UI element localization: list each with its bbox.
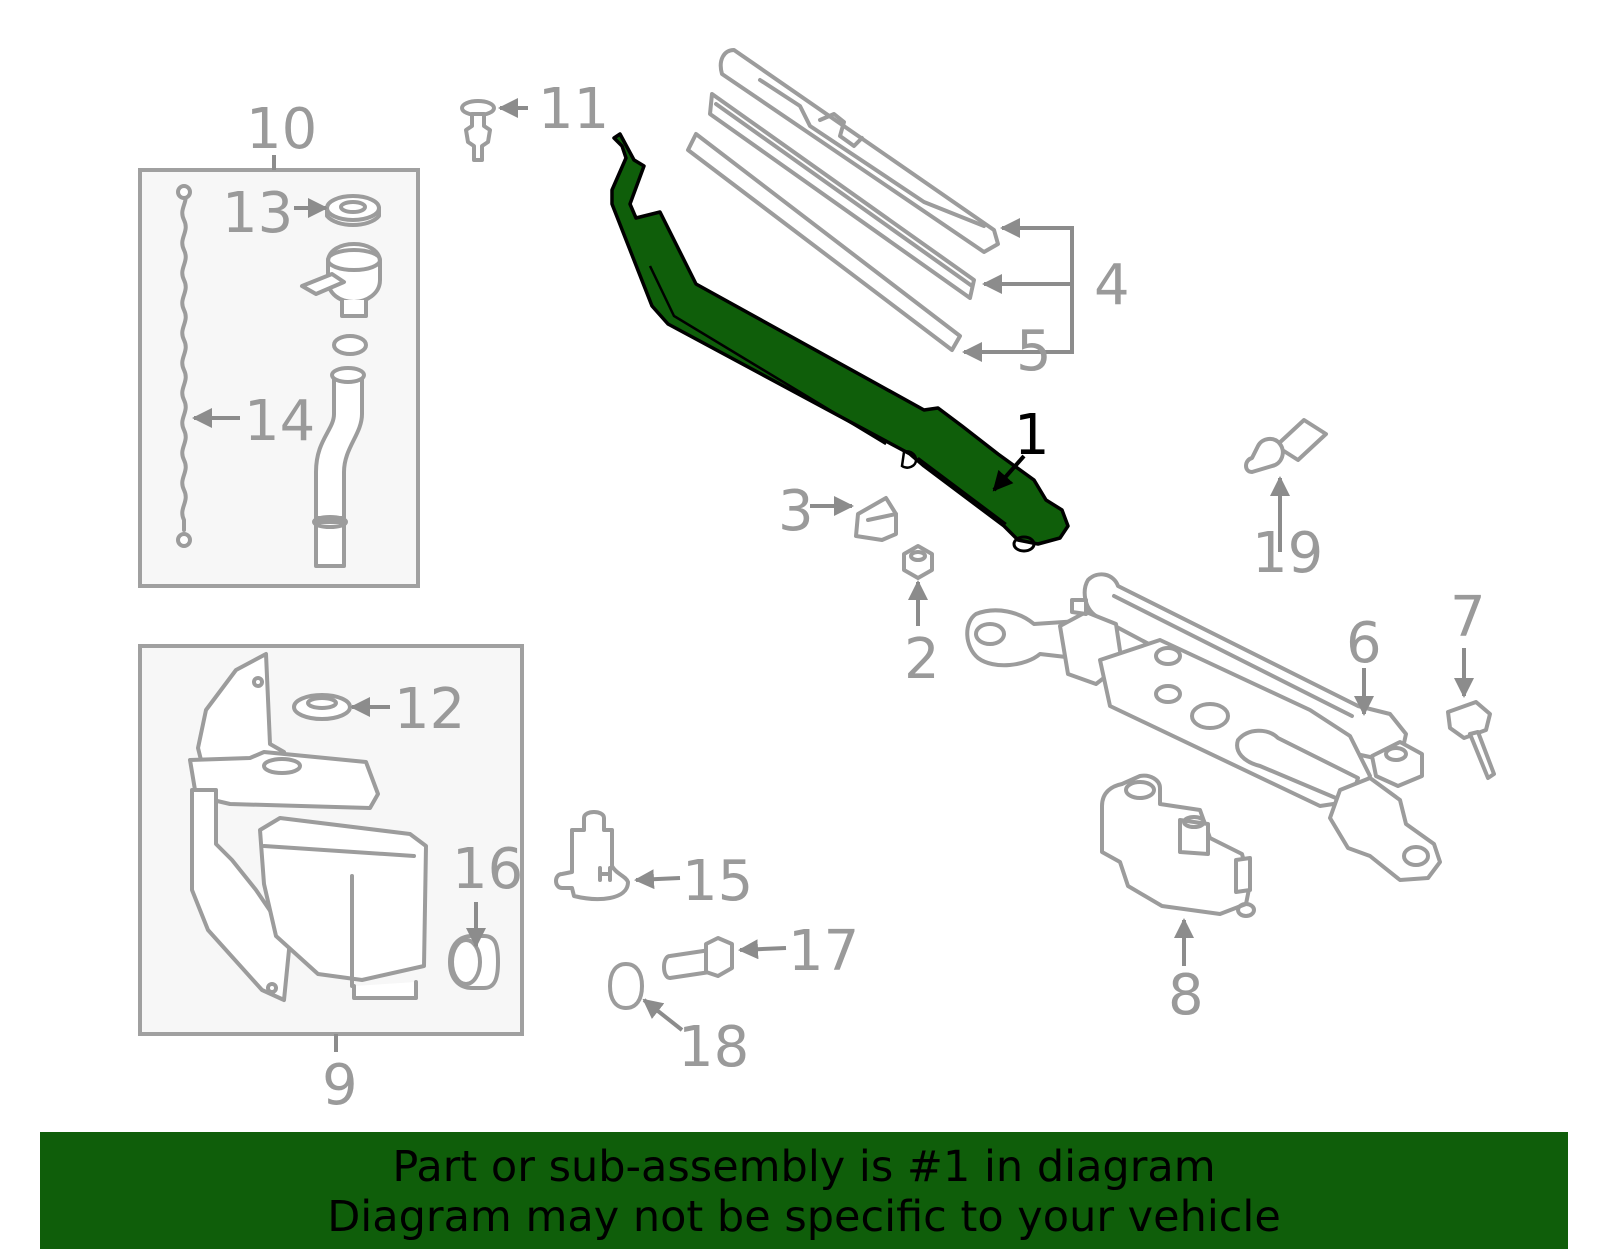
callout-3: 3 — [778, 479, 814, 544]
filler-neck — [300, 242, 382, 568]
banner-line-2: Diagram may not be specific to your vehi… — [327, 1192, 1281, 1242]
part-3-cover[interactable] — [854, 496, 898, 542]
part-11-clip[interactable] — [460, 99, 496, 162]
callout-6: 6 — [1346, 611, 1382, 676]
reservoir-tank — [188, 652, 428, 1002]
callout-15: 15 — [682, 849, 753, 914]
callout-2: 2 — [904, 627, 940, 692]
info-banner: Part or sub-assembly is #1 in diagram Di… — [40, 1132, 1568, 1249]
part-8-motor[interactable] — [1100, 773, 1256, 918]
part-19-connector[interactable] — [1244, 418, 1328, 474]
part-1-wiper-arm[interactable] — [610, 132, 1070, 553]
callout-7: 7 — [1450, 585, 1486, 650]
callout-4: 4 — [1094, 253, 1130, 318]
callout-12: 12 — [394, 677, 465, 742]
callout-11: 11 — [538, 77, 609, 142]
callout-9: 9 — [322, 1053, 358, 1118]
callout-8: 8 — [1168, 963, 1204, 1028]
callout-14: 14 — [244, 389, 315, 454]
callout-10: 10 — [246, 97, 317, 162]
callout-19: 19 — [1252, 521, 1323, 586]
part-5-insert[interactable] — [686, 132, 962, 352]
part-4-refill[interactable] — [708, 92, 976, 300]
part-15-pump[interactable] — [554, 810, 630, 902]
part-13-cap[interactable] — [325, 194, 381, 227]
part-17-bolt[interactable] — [662, 936, 734, 980]
callout-13: 13 — [222, 181, 293, 246]
callout-17: 17 — [788, 919, 859, 984]
part-18-cap[interactable] — [608, 962, 644, 1010]
callout-5: 5 — [1016, 319, 1052, 384]
part-7-bolt[interactable] — [1446, 700, 1496, 780]
callout-18: 18 — [678, 1015, 749, 1080]
part-12-gasket[interactable] — [292, 693, 352, 721]
banner-line-1: Part or sub-assembly is #1 in diagram — [392, 1142, 1216, 1192]
part-2-nut[interactable] — [902, 544, 934, 580]
part-14-strap[interactable] — [176, 184, 192, 548]
part-6-linkage[interactable] — [965, 572, 1442, 882]
callout-1: 1 — [1014, 403, 1050, 468]
part-4-blade[interactable] — [718, 48, 1000, 254]
callout-16: 16 — [452, 837, 523, 902]
